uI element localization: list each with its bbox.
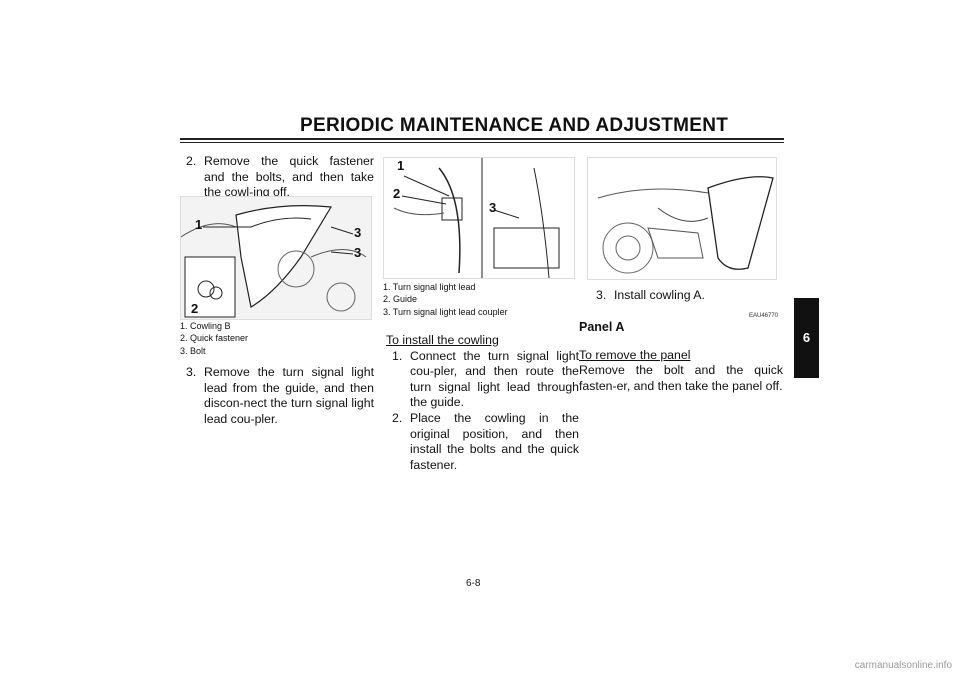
- callout-2: 2: [191, 301, 199, 316]
- step-number: 2.: [392, 410, 403, 425]
- cowling-illustration: [181, 205, 367, 318]
- step-number: 1.: [392, 348, 403, 363]
- col3-body: Panel A To remove the panel Remove the b…: [579, 320, 783, 394]
- step-text: Place the cowling in the original positi…: [410, 410, 579, 472]
- step-number: 2.: [186, 154, 197, 168]
- step-text: Remove the quick fastener and the bolts,…: [204, 154, 374, 200]
- col3-step3: 3. Install cowling A.: [596, 288, 776, 304]
- step-text: Remove the turn signal light lead from t…: [204, 365, 374, 426]
- col1-step3: 3. Remove the turn signal light lead from…: [186, 365, 374, 427]
- caption-item: 2. Guide: [383, 294, 418, 305]
- caption-item: 2. Quick fastener: [180, 333, 249, 344]
- title-rule: [180, 138, 784, 140]
- page-number: 6-8: [466, 578, 481, 589]
- callout-1: 1: [397, 158, 405, 173]
- step-number: 3.: [596, 288, 607, 302]
- caption-item: 1. Cowling B: [180, 321, 231, 331]
- title-rule-thin: [180, 142, 784, 143]
- subheading: To install the cowling: [386, 333, 499, 347]
- step-number: 3.: [186, 365, 197, 379]
- callout-3: 3: [489, 200, 497, 215]
- callout-1: 1: [195, 217, 203, 232]
- col2-body: To install the cowling 1. Connect the tur…: [386, 333, 579, 473]
- chapter-tab: 6: [794, 298, 819, 378]
- section-heading: Panel A: [579, 320, 625, 334]
- caption-item: 3. Bolt: [180, 345, 206, 356]
- figure-caption-list: 1. Cowling B 2. Quick fastener 3. Bolt: [180, 320, 248, 357]
- step-text: Connect the turn signal light cou-pler, …: [410, 348, 579, 410]
- step-text: Install cowling A.: [614, 288, 705, 302]
- cowling-a-illustration: [588, 158, 776, 279]
- figure-cowling-b: 1 3 3 2: [180, 196, 372, 320]
- page-title: PERIODIC MAINTENANCE AND ADJUSTMENT: [300, 115, 729, 136]
- caption-item: 3. Turn signal light lead coupler: [383, 306, 508, 317]
- callout-3a: 3: [354, 225, 362, 240]
- turn-signal-illustration: [384, 158, 574, 278]
- figure-turn-signal: 1 2 3: [383, 157, 575, 279]
- subheading: To remove the panel: [579, 347, 691, 362]
- document-code: EAU46770: [749, 313, 779, 319]
- col1-step2: 2. Remove the quick fastener and the bolt…: [186, 154, 374, 201]
- callout-3b: 3: [354, 245, 362, 260]
- body-text: Remove the bolt and the quick fasten-er,…: [579, 363, 783, 393]
- watermark-text: carmanualsonline.info: [854, 660, 952, 671]
- figure-caption-list: 1. Turn signal light lead 2. Guide 3. Tu…: [383, 281, 508, 318]
- figure-cowling-a: [587, 157, 777, 280]
- callout-2: 2: [393, 186, 401, 201]
- caption-item: 1. Turn signal light lead: [383, 282, 476, 292]
